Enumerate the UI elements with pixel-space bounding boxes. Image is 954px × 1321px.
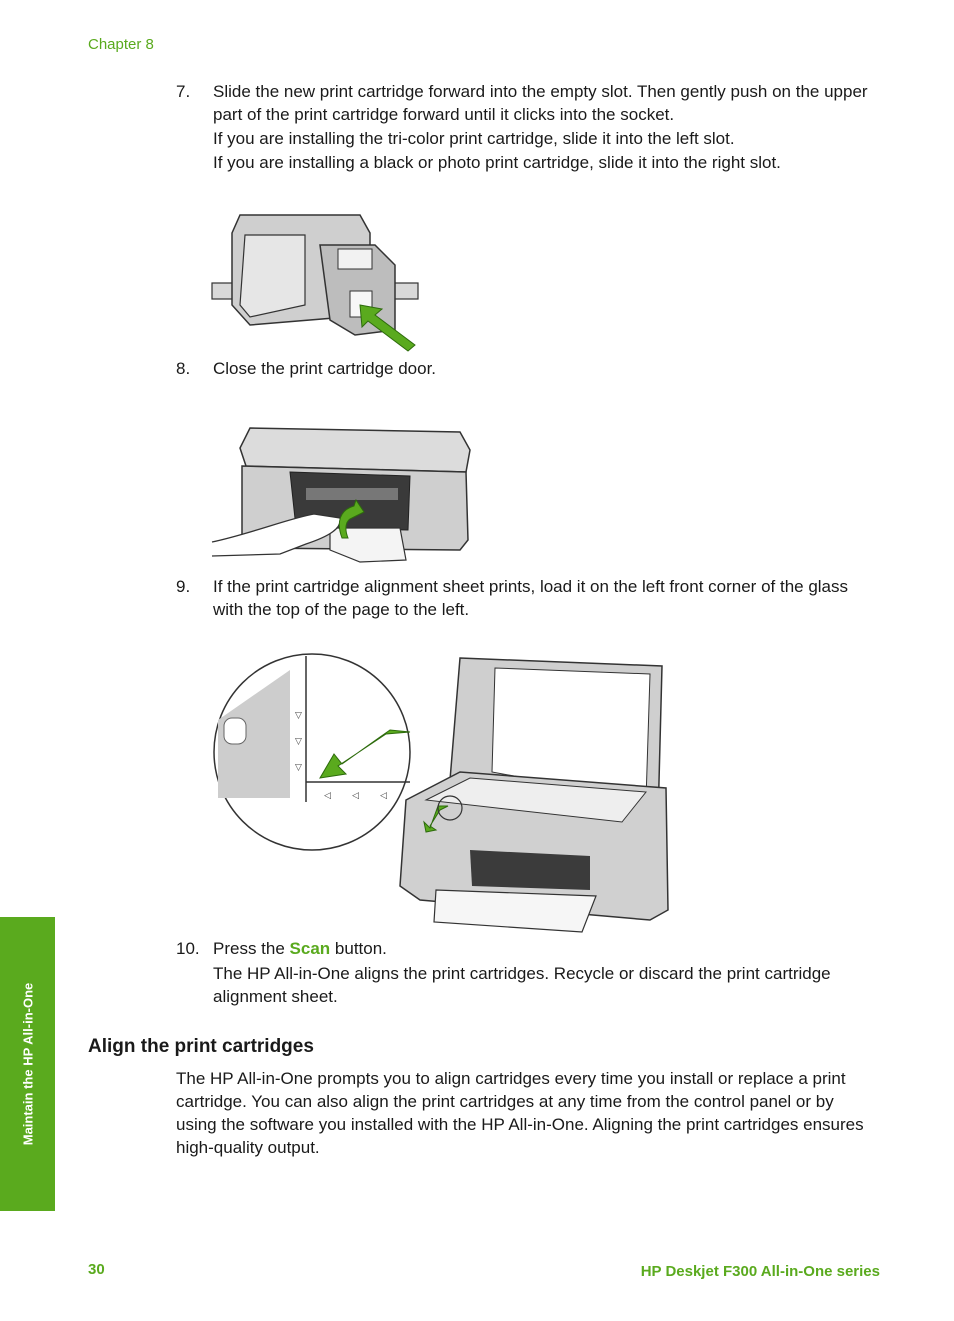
step-text: The HP All-in-One aligns the print cartr…	[213, 964, 831, 1006]
step-text: If you are installing a black or photo p…	[213, 153, 781, 172]
step-text: Slide the new print cartridge forward in…	[213, 82, 868, 124]
step-text: If the print cartridge alignment sheet p…	[213, 577, 849, 619]
svg-text:▽: ▽	[295, 736, 302, 746]
magnified-corner-icon: ▽ ▽ ▽ ◁ ◁ ◁	[213, 653, 411, 851]
green-arrow-icon	[359, 304, 416, 352]
step-number: 10.	[176, 939, 200, 958]
printer-open-lid-icon	[399, 657, 669, 933]
step-text: Press the Scan button.	[213, 937, 876, 960]
step-text: Close the print cartridge door.	[213, 359, 437, 378]
page-number: 30	[88, 1261, 105, 1278]
svg-text:▽: ▽	[295, 762, 302, 772]
side-tab-label: Maintain the HP All-in-One	[20, 982, 35, 1146]
step-10: 10. Press the Scan button. The HP All-in…	[176, 937, 876, 1008]
step-9: 9. If the print cartridge alignment shee…	[176, 575, 876, 621]
side-tab: Maintain the HP All-in-One	[0, 917, 55, 1211]
step-text: If you are installing the tri-color prin…	[213, 129, 735, 148]
alignment-sheet-figure: ▽ ▽ ▽ ◁ ◁ ◁	[213, 653, 669, 933]
svg-text:◁: ◁	[352, 790, 359, 800]
chapter-label: Chapter 8	[88, 36, 154, 53]
section-text: The HP All-in-One prompts you to align c…	[176, 1069, 864, 1157]
svg-text:▽: ▽	[295, 710, 302, 720]
step-number: 8.	[176, 359, 191, 378]
product-name: HP Deskjet F300 All-in-One series	[640, 1263, 880, 1280]
green-arrow-icon	[319, 729, 449, 833]
green-arrow-icon	[338, 498, 365, 539]
svg-text:◁: ◁	[324, 790, 331, 800]
step-text-before: Press the	[213, 939, 290, 958]
step-8: 8. Close the print cartridge door.	[176, 357, 876, 380]
step-number: 7.	[176, 82, 191, 101]
svg-text:◁: ◁	[380, 790, 387, 800]
cartridge-insertion-figure	[211, 214, 419, 352]
scan-button-label: Scan	[289, 939, 331, 958]
step-7: 7. Slide the new print cartridge forward…	[176, 80, 876, 174]
close-door-figure	[211, 427, 471, 563]
step-text-after: button.	[330, 939, 387, 958]
section-title: Align the print cartridges	[88, 1036, 314, 1057]
step-number: 9.	[176, 577, 191, 596]
hand-icon	[211, 513, 341, 557]
